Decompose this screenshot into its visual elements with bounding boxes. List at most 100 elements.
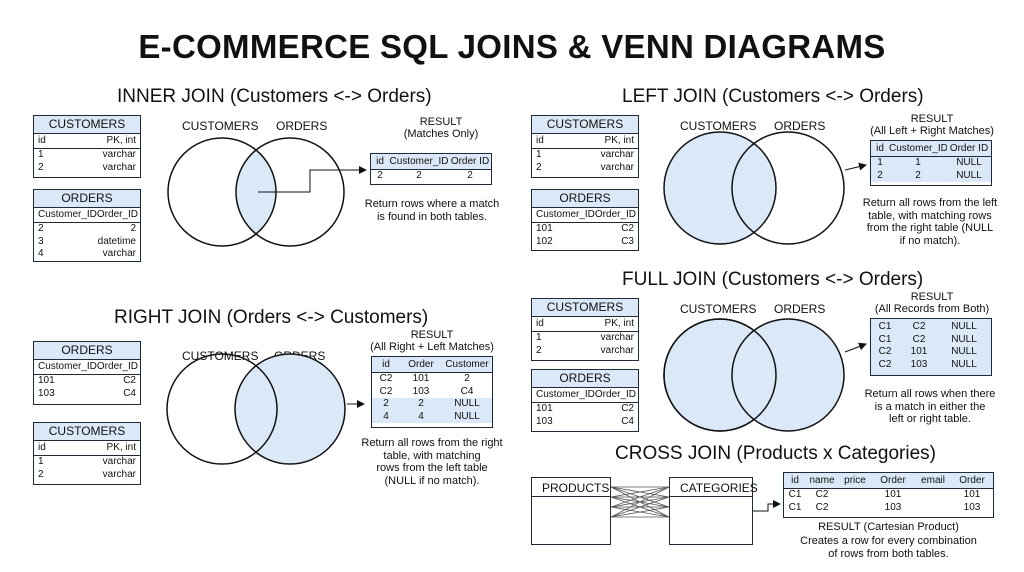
desc-line: table, with matching bbox=[383, 449, 481, 462]
col-header: Order ID bbox=[450, 156, 490, 167]
desc-line: (NULL if no match). bbox=[384, 474, 480, 487]
cell: C2 bbox=[878, 358, 892, 370]
result-row: 2 2 2 bbox=[371, 170, 491, 183]
result-header-row: id name price Order email Order bbox=[784, 473, 993, 489]
venn-label-orders: ORDERS bbox=[276, 119, 328, 133]
cell: C2 bbox=[878, 346, 892, 357]
cell: 101 bbox=[38, 375, 55, 386]
cell: varchar bbox=[600, 332, 634, 343]
result-header-row: id Order Customer bbox=[372, 357, 492, 373]
left-join-title: LEFT JOIN (Customers <-> Orders) bbox=[622, 86, 924, 107]
table-title: ORDERS bbox=[532, 190, 638, 208]
result-row: C2 101 2 bbox=[372, 373, 492, 386]
cell bbox=[914, 502, 952, 515]
cell: C2 bbox=[621, 223, 634, 234]
col-header: Customer_ID bbox=[536, 209, 595, 220]
cell: varchar bbox=[600, 161, 634, 173]
table-row: 2 varchar bbox=[532, 162, 638, 175]
cell: 103 bbox=[412, 385, 430, 397]
cell: C4 bbox=[460, 385, 474, 397]
cell bbox=[838, 489, 872, 502]
result-row: C1 C2 101 101 bbox=[784, 489, 993, 502]
result-row: 2 2 NULL bbox=[871, 169, 991, 182]
table-title: CUSTOMERS bbox=[34, 116, 140, 134]
cell: C1 bbox=[788, 501, 802, 513]
cross-result-title: RESULT (Cartesian Product) bbox=[818, 521, 959, 533]
cell: 3 bbox=[38, 235, 44, 247]
cell: 2 bbox=[877, 169, 883, 181]
page-title: E-COMMERCE SQL JOINS & VENN DIAGRAMS bbox=[138, 28, 886, 65]
result-header-row: id Customer_ID Order ID bbox=[371, 154, 491, 170]
cell: datetime bbox=[97, 235, 136, 247]
col-header: id bbox=[791, 475, 799, 486]
cell: varchar bbox=[102, 248, 136, 259]
col-header: Order_ID bbox=[96, 209, 139, 220]
cross-result-table: id name price Order email Order C1 C2 10… bbox=[783, 472, 994, 518]
cell: C2 bbox=[815, 489, 829, 500]
cross-join-title: CROSS JOIN (Products x Categories) bbox=[615, 443, 936, 464]
right-join-description: Return all rows from the right table, wi… bbox=[352, 437, 512, 487]
cell: NULL bbox=[951, 333, 977, 345]
col-header: PK, int bbox=[604, 135, 634, 146]
col-header: Order bbox=[880, 475, 906, 486]
table-title: ORDERS bbox=[34, 342, 140, 360]
table-title: CUSTOMERS bbox=[532, 116, 638, 134]
col-header: Customer_ID bbox=[389, 156, 449, 167]
col-header: id bbox=[38, 135, 46, 146]
orders-circle bbox=[731, 131, 845, 245]
result-title-text: RESULT bbox=[910, 291, 954, 303]
cell: 2 bbox=[536, 161, 542, 173]
cell: 2 bbox=[467, 170, 473, 181]
cell: 2 bbox=[915, 169, 921, 181]
cell: 2 bbox=[383, 398, 389, 409]
cell: 101 bbox=[412, 373, 430, 384]
cell: 4 bbox=[418, 410, 424, 422]
table-title: CUSTOMERS bbox=[532, 299, 638, 317]
result-title: RESULT (Matches Only) bbox=[386, 116, 496, 140]
result-row: 4 4 NULL bbox=[372, 410, 492, 423]
result-title-text: RESULT bbox=[410, 329, 454, 341]
cell: 2 bbox=[38, 223, 44, 234]
products-label: PRODUCTS bbox=[532, 478, 610, 497]
col-header: Customer_ID bbox=[889, 143, 947, 154]
cell: C1 bbox=[788, 489, 802, 500]
cell: 101 bbox=[910, 346, 928, 357]
left-result-table: id Customer_ID Order ID 1 1 NULL 2 2 NUL… bbox=[870, 140, 992, 186]
result-title-text: RESULT bbox=[910, 113, 954, 125]
table-title: ORDERS bbox=[34, 190, 140, 208]
result-row: C2 103 C4 bbox=[372, 386, 492, 399]
col-header: id bbox=[376, 156, 384, 167]
cell: 103 bbox=[536, 415, 553, 427]
cell: varchar bbox=[102, 149, 136, 160]
cell: 4 bbox=[383, 410, 389, 422]
cell bbox=[914, 489, 952, 502]
cell: 2 bbox=[377, 170, 383, 181]
result-row: C2 101 NULL bbox=[871, 346, 991, 359]
cell: 103 bbox=[963, 501, 981, 513]
cell: 1 bbox=[877, 157, 883, 168]
result-arrow bbox=[753, 500, 781, 512]
col-header: PK, int bbox=[106, 442, 136, 453]
inner-join-title: INNER JOIN (Customers <-> Orders) bbox=[117, 86, 432, 107]
cell: C2 bbox=[912, 321, 926, 332]
table-title: CUSTOMERS bbox=[34, 423, 140, 441]
col-header: Customer bbox=[445, 359, 489, 370]
desc-line: if no match). bbox=[899, 234, 961, 247]
table-row: 3 datetime bbox=[34, 236, 140, 249]
cell: C1 bbox=[878, 321, 892, 332]
cell: varchar bbox=[102, 468, 136, 480]
col-header: PK, int bbox=[106, 135, 136, 146]
result-row: 2 2 NULL bbox=[372, 398, 492, 411]
